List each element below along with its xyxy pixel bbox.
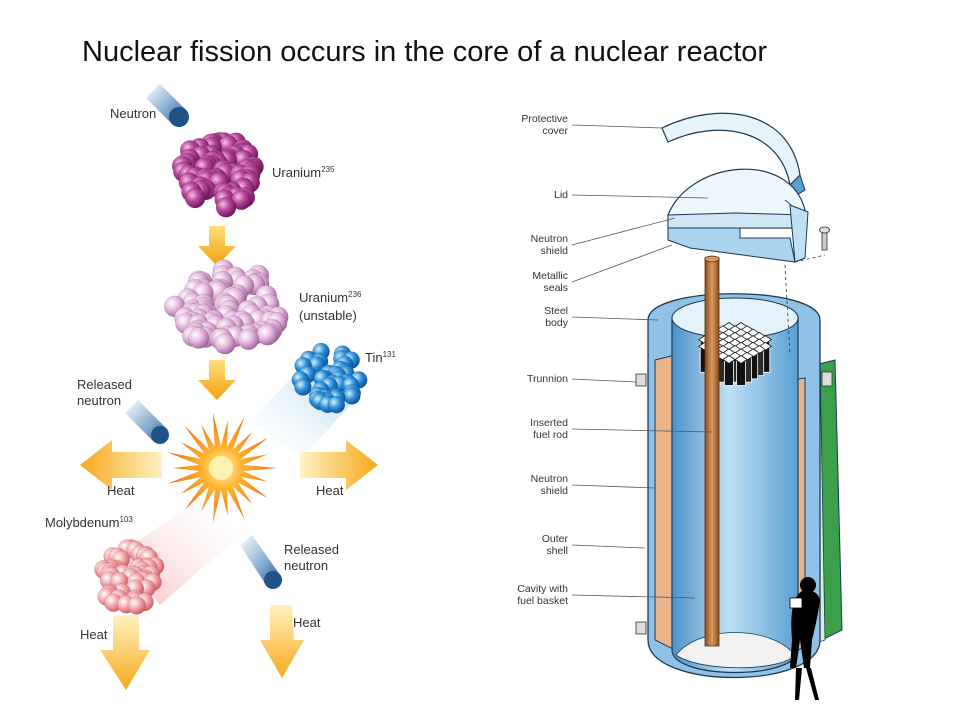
fission-burst-icon	[167, 412, 277, 524]
reactor-leader-line	[571, 378, 637, 383]
heat-bottom-left-label: Heat	[80, 627, 108, 642]
reactor-label-4-line1: body	[545, 317, 569, 329]
down-arrow-icon	[198, 360, 236, 400]
reactor-label-9-line1: fuel basket	[517, 595, 568, 607]
incoming-neutron-icon	[146, 84, 189, 127]
reactor-label-0-line0: Protective	[521, 113, 568, 125]
reactor-label-2-line1: shield	[541, 245, 569, 257]
reactor-label-7-line0: Neutron	[531, 473, 569, 485]
molybdenum-103-label: Molybdenum103	[45, 515, 133, 530]
fission-diagram: Neutron Uranium235 Uranium236 (unstable)…	[45, 84, 396, 690]
uranium-236-label: Uranium236	[299, 290, 362, 305]
heat-right-label: Heat	[316, 483, 344, 498]
tin-131-label: Tin131	[365, 350, 396, 365]
down-arrow-icon	[198, 226, 236, 266]
released-neutron-1-icon	[125, 400, 169, 444]
heat-arrow-bottom-left-icon	[100, 615, 150, 690]
heat-left-label: Heat	[107, 483, 135, 498]
slide-title: Nuclear fission occurs in the core of a …	[82, 36, 768, 68]
neutron-label: Neutron	[110, 106, 156, 121]
released-neutron-2-icon	[240, 535, 282, 589]
reactor-leader-line	[571, 124, 663, 129]
tin-131-nucleus-icon	[291, 342, 368, 414]
reactor-label-4-line0: Steel	[544, 305, 568, 317]
heat-arrow-bottom-right-icon	[260, 605, 304, 678]
reactor-label-3-line0: Metallic	[532, 270, 568, 282]
reactor-label-6-line1: fuel rod	[533, 429, 568, 441]
reactor-label-5-line0: Trunnion	[527, 373, 568, 385]
person-silhouette-icon	[789, 577, 820, 700]
reactor-label-7-line1: shield	[541, 485, 569, 497]
uranium-236-nucleus-icon	[163, 259, 289, 355]
reactor-leader-line	[571, 594, 696, 599]
reactor-leader-line	[571, 484, 656, 489]
trunnion-icon	[821, 371, 833, 387]
trunnion-icon	[635, 373, 647, 387]
molybdenum-103-nucleus-icon	[94, 539, 165, 615]
uranium-235-nucleus-icon	[171, 132, 264, 218]
heat-arrow-left-icon	[80, 440, 162, 490]
reactor-cask-diagram: ProtectivecoverLidNeutronshieldMetallics…	[517, 112, 843, 700]
reactor-labels: ProtectivecoverLidNeutronshieldMetallics…	[517, 113, 713, 607]
reactor-leader-line	[571, 316, 659, 321]
reactor-label-6-line0: Inserted	[530, 417, 568, 429]
trunnion-icon	[635, 621, 647, 635]
reactor-label-9-line0: Cavity with	[517, 583, 568, 595]
reactor-leader-line	[571, 217, 676, 246]
heat-arrow-right-icon	[300, 440, 378, 490]
reactor-leader-line	[571, 194, 709, 199]
bolt-icon	[794, 226, 830, 263]
heat-bottom-right-label: Heat	[293, 615, 321, 630]
reactor-label-8-line0: Outer	[542, 533, 569, 545]
reactor-label-0-line1: cover	[542, 125, 568, 137]
reactor-label-1-line0: Lid	[554, 189, 568, 201]
reactor-leader-line	[571, 428, 713, 433]
inserted-fuel-rod-shape	[704, 257, 720, 647]
uranium-235-label: Uranium235	[272, 165, 335, 180]
reactor-label-3-line1: seals	[543, 282, 568, 294]
released-neutron-2-label-line1: Released	[284, 542, 339, 557]
unstable-label: (unstable)	[299, 308, 357, 323]
released-neutron-1-label-line2: neutron	[77, 393, 121, 408]
reactor-label-8-line1: shell	[546, 545, 568, 557]
released-neutron-2-label-line2: neutron	[284, 558, 328, 573]
lid-shape	[667, 168, 809, 263]
reactor-leader-line	[571, 544, 646, 549]
released-neutron-1-label-line1: Released	[77, 377, 132, 392]
reactor-leader-line	[571, 244, 673, 283]
reactor-label-2-line0: Neutron	[531, 233, 569, 245]
